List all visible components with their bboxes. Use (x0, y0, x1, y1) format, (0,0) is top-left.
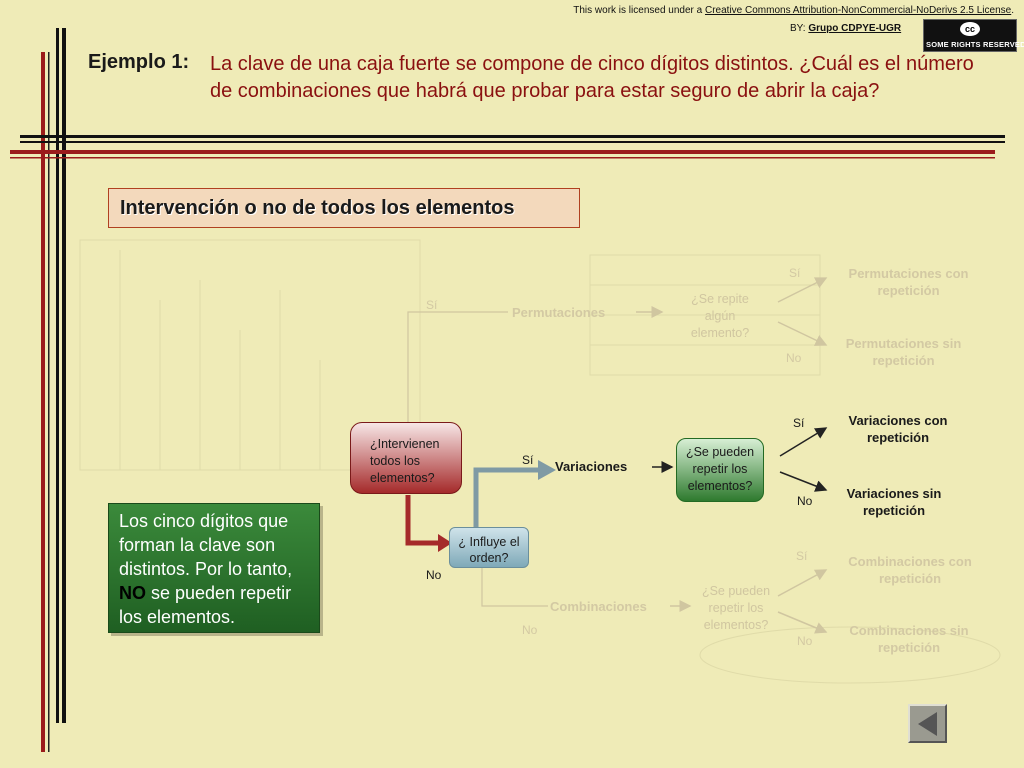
license-prefix: This work is licensed under a (573, 5, 705, 16)
license-suffix: . (1011, 5, 1014, 16)
yes-label-var-con: Sí (793, 416, 805, 430)
decision-repeat-variaciones: ¿Se pueden repetir los elementos? (676, 438, 764, 502)
node-variaciones: Variaciones (555, 459, 628, 474)
node-permutaciones: Permutaciones (512, 305, 606, 320)
back-arrow-icon (918, 712, 937, 736)
explanation-note: Los cinco dígitos que forman la clave so… (108, 503, 320, 633)
question-repeat-permutaciones: ¿Se repite algún elemento? (690, 292, 750, 340)
license-notice: This work is licensed under a Creative C… (573, 5, 1014, 16)
node-variaciones-sin-repeticion: Variaciones sin repetición (846, 486, 942, 518)
cc-badge-text: SOME RIGHTS RESERVED (926, 40, 1024, 49)
by-prefix: BY: (790, 23, 809, 34)
no-label-perm-sin: No (786, 351, 802, 365)
example-question: La clave de una caja fuerte se compone d… (210, 53, 974, 102)
section-title: Intervención o no de todos los elementos (108, 188, 580, 228)
no-label-var-sin: No (797, 494, 813, 508)
note-emphasis: NO (119, 583, 146, 603)
node-variaciones-con-repeticion: Variaciones con repetición (848, 413, 948, 445)
yes-label-permutaciones: Sí (426, 298, 438, 312)
decision-all-elements-text: ¿Intervienen todos los elementos? (370, 437, 440, 485)
no-label-combinaciones: No (522, 623, 538, 637)
question-repeat-combinaciones: ¿Se pueden repetir los elementos? (701, 584, 771, 632)
node-combinaciones-sin-repeticion: Combinaciones sin repetición (849, 623, 969, 655)
decision-order: ¿ Influye el orden? (449, 527, 529, 568)
decision-repeat-variaciones-text: ¿Se pueden repetir los elementos? (685, 445, 755, 493)
node-combinaciones: Combinaciones (550, 599, 647, 614)
note-text-part1: Los cinco dígitos que forman la clave so… (119, 511, 293, 579)
author-byline: BY: Grupo CDPYE-UGR (790, 23, 901, 34)
license-link[interactable]: Creative Commons Attribution-NonCommerci… (704, 5, 1012, 16)
author-group-link[interactable]: Grupo CDPYE-UGR (808, 23, 902, 34)
no-label-comb-sin: No (797, 634, 813, 648)
node-combinaciones-con-repeticion: Combinaciones con repetición (848, 554, 972, 586)
creative-commons-badge[interactable]: cc SOME RIGHTS RESERVED (923, 19, 1024, 52)
no-label-order: No (426, 568, 442, 582)
example-label: Ejemplo 1: (88, 51, 190, 73)
back-button[interactable] (908, 704, 947, 743)
decision-all-elements: ¿Intervienen todos los elementos? (350, 422, 462, 494)
yes-label-comb-con: Sí (796, 549, 808, 563)
note-text-part2: se pueden repetir los elementos. (119, 583, 292, 627)
node-permutaciones-sin-repeticion: Permutaciones sin repetición (845, 336, 962, 368)
cc-logo-icon: cc (960, 22, 980, 36)
decision-order-text: ¿ Influye el orden? (458, 535, 520, 565)
yes-label-variaciones: Sí (522, 453, 534, 467)
yes-label-perm-con: Sí (789, 266, 801, 280)
node-permutaciones-con-repeticion: Permutaciones con repetición (848, 266, 969, 298)
